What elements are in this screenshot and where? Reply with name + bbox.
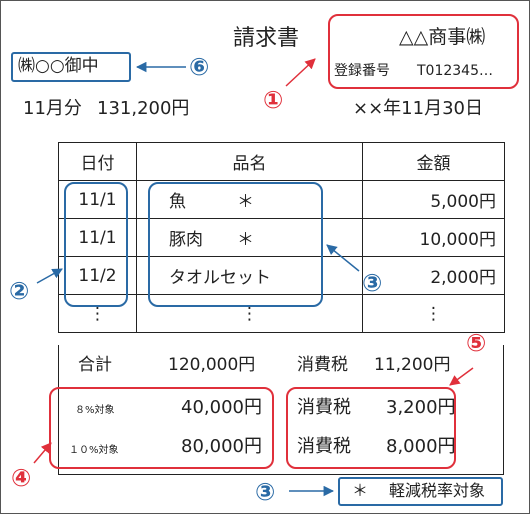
- row-amount: 5,000円: [362, 180, 505, 219]
- total-value: 120,000円: [168, 355, 256, 375]
- arrow-1: [285, 58, 316, 87]
- note-text: 軽減税率対象: [389, 481, 486, 500]
- totals-section: [58, 345, 504, 475]
- billing-month: 11月分: [23, 98, 82, 119]
- row-amount: 2,000円: [362, 256, 505, 295]
- date-column-highlight: [64, 182, 128, 307]
- tax-breakdown-box: [286, 387, 456, 469]
- callout-2: ②: [9, 277, 30, 305]
- arrow-2: [36, 268, 63, 284]
- callout-4: ④: [11, 464, 32, 492]
- tax8-value: 3,200円: [386, 397, 456, 418]
- ellipsis-amount: ⋮: [362, 294, 505, 333]
- recipient-box: [11, 52, 131, 82]
- tax-label: 消費税: [297, 355, 348, 375]
- total-label: 合計: [78, 355, 112, 375]
- ellipsis-item: ⋮: [136, 294, 363, 333]
- note-mark: ＊: [352, 481, 369, 500]
- table-row: 11/1 豚肉＊ 10,000円: [58, 218, 505, 257]
- tax10-value: 8,000円: [386, 436, 456, 457]
- recipient-name: ㈱○○御中: [18, 56, 99, 76]
- reduced-rate-mark: ＊: [237, 192, 254, 212]
- reduced-rate-mark: ＊: [237, 230, 254, 250]
- row-item: 豚肉: [169, 230, 203, 250]
- invoice-title: 請求書: [233, 26, 300, 51]
- arrow-3: [326, 244, 360, 272]
- tax10-label: 消費税: [297, 436, 351, 457]
- rate8-value: 40,000円: [181, 397, 262, 418]
- invoice-date: ××年11月30日: [353, 98, 483, 119]
- callout-1: ①: [263, 86, 284, 114]
- callout-3-note: ③: [255, 478, 276, 506]
- row-date: 11/1: [58, 218, 137, 257]
- arrow-4: [33, 442, 52, 464]
- callout-6: ⑥: [189, 53, 210, 81]
- registration-number: T012345…: [417, 63, 493, 79]
- issuer-box: [328, 14, 519, 89]
- arrow-5: [449, 367, 474, 386]
- row-item: タオルセット: [169, 268, 271, 288]
- reduced-rate-note-box: [338, 477, 503, 506]
- rate8-label: ８%対象: [75, 405, 115, 416]
- registration-label: 登録番号: [334, 63, 390, 79]
- taxable-amount-box: [49, 387, 274, 469]
- rate10-label: １０%対象: [69, 445, 119, 456]
- rate10-value: 80,000円: [181, 436, 262, 457]
- tax8-label: 消費税: [297, 397, 351, 418]
- item-column-highlight: [148, 182, 323, 307]
- row-item-cell: タオルセット: [136, 256, 363, 295]
- callout-5: ⑤: [466, 329, 487, 357]
- tax-value: 11,200円: [374, 355, 451, 375]
- issuer-company: △△商事㈱: [399, 26, 486, 48]
- row-item: 魚: [169, 192, 186, 212]
- billing-total: 131,200円: [97, 98, 190, 119]
- callout-3: ③: [362, 269, 383, 297]
